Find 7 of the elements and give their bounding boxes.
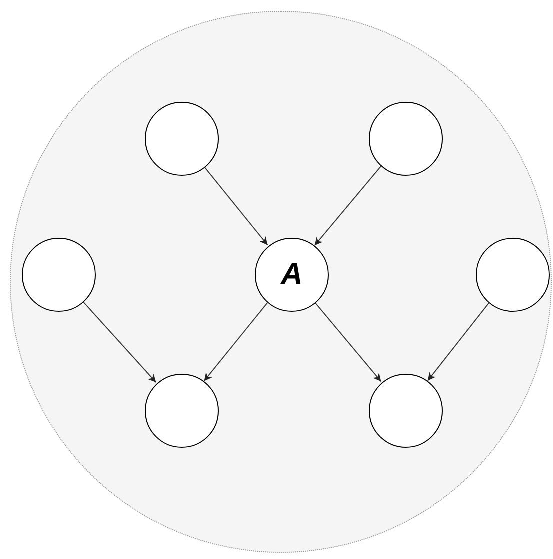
arrow [204, 302, 268, 382]
arrow [427, 302, 490, 382]
arrow [204, 166, 268, 246]
arrow [314, 166, 382, 246]
node-label: A [281, 258, 303, 292]
arrow [314, 302, 382, 382]
arrow [82, 300, 157, 384]
